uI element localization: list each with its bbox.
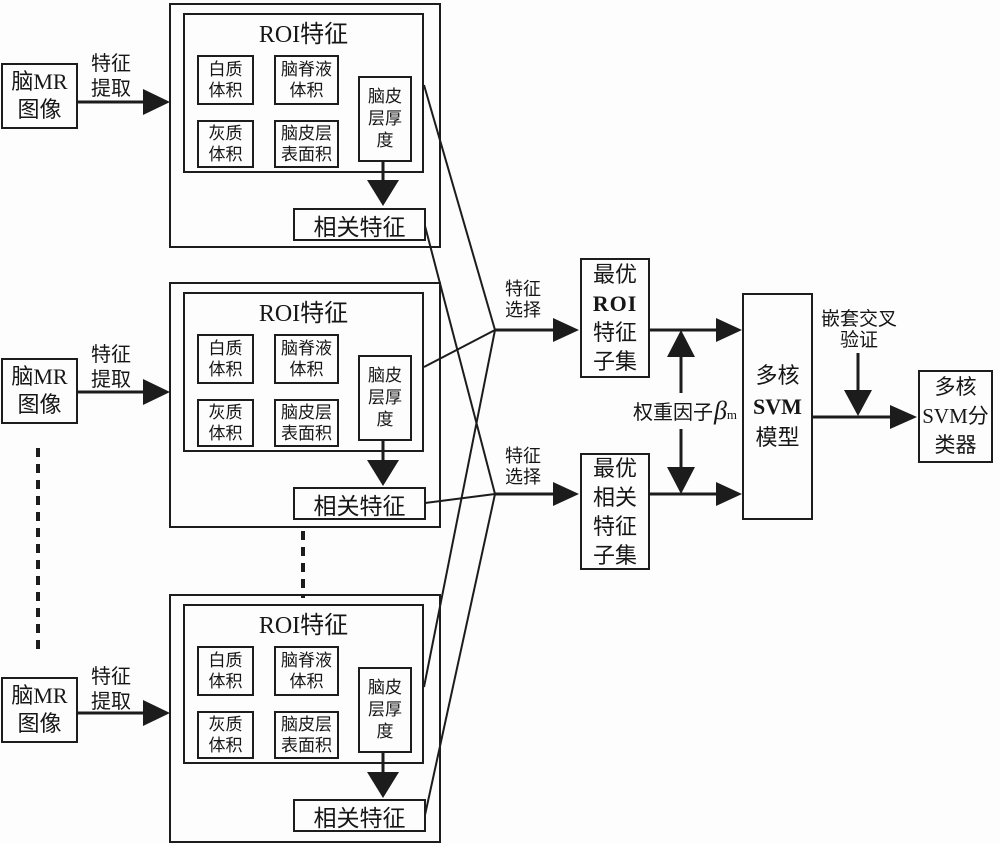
text-line: 特征 (592, 513, 637, 539)
subset-to-model-arrow-top (650, 318, 742, 342)
text-line: 相关 (592, 484, 637, 510)
text-line: ROI (592, 291, 638, 316)
gray-matter-volume-box: 灰质 体积 (197, 711, 254, 759)
feature-extraction-label: 特征 提取 (91, 53, 131, 100)
roi-feature-title: ROI特征 (258, 21, 349, 48)
cortical-surface-area-box: 脑皮层 表面积 (274, 711, 339, 759)
brain-mr-image-box: 脑MR 图像 (1, 358, 78, 424)
roi-feature-box (183, 604, 424, 764)
text-line: 类器 (934, 433, 977, 457)
optimal-related-feature-subset-box: 最优 相关 特征 子集 (580, 453, 650, 570)
cortical-thickness-box: 脑皮 层厚 度 (358, 355, 412, 441)
white-matter-volume-box: 白质 体积 (197, 334, 254, 384)
roi-feature-title: ROI特征 (258, 612, 349, 639)
text-line: 模型 (755, 425, 800, 450)
feature-group-3: 脑MR 图像 特征 提取 ROI特征 白质 体积 脑脊液 体积 灰质 体积 脑皮… (0, 594, 460, 843)
related-feature-box: 相关特征 (293, 208, 426, 241)
feature-group-1: 脑MR 图像 特征 提取 ROI特征 白质 体积 脑脊液 体积 灰质 体积 脑皮… (0, 3, 460, 248)
gray-matter-volume-box: 灰质 体积 (197, 120, 254, 168)
csf-volume-box: 脑脊液 体积 (274, 334, 339, 384)
related-feature-box: 相关特征 (293, 799, 426, 832)
text-line: 特征 (592, 320, 637, 345)
multikernel-svm-model-box: 多核 SVM 模型 (742, 293, 813, 520)
text-line: SVM分 (922, 404, 989, 428)
white-matter-volume-box: 白质 体积 (197, 646, 254, 696)
csf-volume-box: 脑脊液 体积 (274, 646, 339, 696)
text-line: 子集 (592, 349, 637, 374)
brain-mr-image-box: 脑MR 图像 (1, 63, 78, 129)
text-line: 多核 (755, 363, 800, 388)
model-output-arrow (813, 405, 917, 429)
feature-extraction-label: 特征 提取 (91, 344, 131, 391)
cortical-surface-area-box: 脑皮层 表面积 (274, 120, 339, 168)
csf-volume-box: 脑脊液 体积 (274, 55, 339, 105)
feature-group-2: 脑MR 图像 特征 提取 ROI特征 白质 体积 脑脊液 体积 灰质 体积 脑皮… (0, 282, 460, 528)
text-line: 多核 (934, 375, 977, 399)
white-matter-volume-box: 白质 体积 (197, 55, 254, 105)
beta-symbol: β (713, 396, 727, 425)
text-line: 最优 (592, 455, 637, 481)
feature-extraction-label: 特征 提取 (91, 666, 131, 713)
feature-selection-label-top: 特征 选择 (505, 279, 541, 320)
gray-matter-volume-box: 灰质 体积 (197, 399, 254, 447)
optimal-roi-feature-subset-box: 最优 ROI 特征 子集 (580, 258, 650, 378)
feature-selection-label-bottom: 特征 选择 (505, 446, 541, 487)
related-feature-box: 相关特征 (293, 487, 426, 520)
text-line: 子集 (592, 542, 637, 568)
roi-feature-box (183, 292, 424, 452)
roi-feature-title: ROI特征 (258, 300, 349, 327)
nested-cross-validation-label: 嵌套交叉 验证 (820, 309, 897, 351)
cortical-thickness-box: 脑皮 层厚 度 (358, 667, 412, 753)
text-line: 最优 (592, 262, 637, 287)
brain-mr-image-box: 脑MR 图像 (1, 677, 78, 743)
weight-factor-text: 权重因子 (632, 402, 713, 424)
multikernel-svm-classifier-box: 多核 SVM分 类器 (918, 370, 993, 463)
cortical-surface-area-box: 脑皮层 表面积 (274, 399, 339, 447)
roi-feature-box (183, 13, 424, 173)
text-line: SVM (753, 394, 802, 419)
cortical-thickness-box: 脑皮 层厚 度 (358, 76, 412, 162)
subset-to-model-arrow-bottom (650, 482, 742, 506)
nested-cv-arrow (844, 353, 872, 416)
